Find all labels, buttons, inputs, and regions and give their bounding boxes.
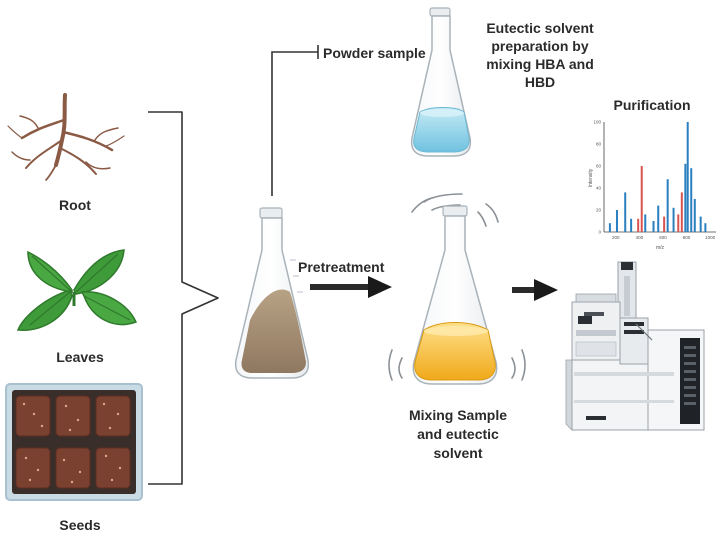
powder-sample-label: Powder sample [323, 45, 426, 61]
spectrum-peak [624, 192, 627, 232]
spectrum-xlabel: m/z [656, 245, 665, 251]
seed-tray-icon [5, 383, 143, 501]
powder-sample-connector [271, 51, 318, 196]
eutectic-label-line1: Eutectic solvent [486, 20, 594, 36]
spectrum-xtick: 200 [612, 235, 620, 240]
mixing-label-line3: solvent [433, 445, 482, 461]
spectrum-xtick: 600 [659, 235, 667, 240]
spectrum-peak [615, 210, 618, 232]
mixing-flask-icon [388, 193, 526, 385]
lcms-instrument-icon [565, 261, 705, 431]
spectrum-xtick: 800 [683, 235, 691, 240]
spectrum-peak [677, 214, 680, 232]
powder-flask-icon [234, 207, 310, 379]
spectrum-peak [693, 199, 696, 232]
eutectic-label-line3: mixing HBA and [486, 56, 594, 72]
root-label: Root [59, 197, 91, 213]
purification-arrow [512, 279, 558, 301]
eutectic-solvent-flask-icon [410, 7, 472, 157]
mixing-label-line2: and eutectic [417, 426, 499, 442]
spectrum-peak [644, 214, 647, 232]
spectrum-peak [630, 218, 633, 232]
spectrum-ytick: 100 [593, 120, 601, 125]
spectrum-peak [666, 179, 669, 232]
spectrum-peak [608, 223, 611, 232]
leaves-icon [16, 249, 138, 331]
eutectic-label-line2: preparation by [491, 38, 588, 54]
spectrum-peak [699, 216, 702, 232]
root-icon [7, 93, 125, 181]
spectrum-peak [672, 207, 675, 232]
spectrum-ylabel: Intensity [588, 168, 594, 187]
mixing-label-line1: Mixing Sample [409, 407, 507, 423]
spectrum-peak [640, 166, 643, 232]
spectrum-xtick: 1000 [705, 235, 716, 240]
eutectic-label-line4: HBD [525, 74, 555, 90]
spectrum-peak [637, 218, 640, 232]
seeds-label: Seeds [59, 517, 100, 533]
spectrum-peak [690, 168, 693, 232]
spectrum-peak [663, 216, 666, 232]
spectrum-peak [657, 205, 660, 232]
grouping-brace [148, 111, 219, 485]
spectrum-xtick: 400 [636, 235, 644, 240]
spectrum-ytick: 0 [598, 230, 601, 235]
spectrum-ytick: 20 [596, 208, 602, 213]
pretreatment-arrow [310, 276, 392, 298]
pretreatment-label: Pretreatment [298, 259, 385, 275]
spectrum-peak [652, 221, 655, 232]
spectrum-peak [680, 192, 683, 232]
spectrum-peak [704, 223, 707, 232]
spectrum-peak [686, 122, 689, 232]
spectrum-ytick: 60 [596, 164, 602, 169]
spectrum-ytick: 40 [596, 186, 602, 191]
spectrum-ytick: 80 [596, 142, 602, 147]
spectrum-peak [684, 163, 687, 232]
leaves-label: Leaves [56, 349, 104, 365]
purification-label: Purification [613, 97, 690, 113]
